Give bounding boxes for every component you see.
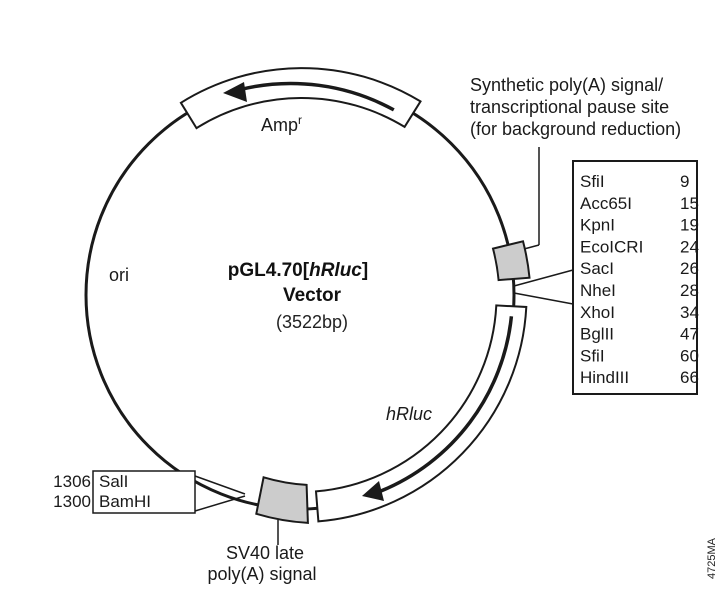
- mcs-site-position: 15: [680, 194, 699, 213]
- mcs-site-position: 60: [680, 346, 699, 365]
- hrluc-label: hRluc: [386, 404, 432, 424]
- downstream-site-name: SalI: [99, 472, 128, 491]
- sv40-label-1: SV40 late: [226, 543, 304, 563]
- figure-code: 4725MA: [706, 537, 718, 579]
- downstream-site-position: 1300: [53, 492, 91, 511]
- mcs-site-name: NheI: [580, 281, 616, 300]
- mcs-site-name: HindIII: [580, 368, 629, 387]
- downstream-site-list: 1306 SalI 1300 BamHI: [53, 472, 151, 511]
- mcs-site-name: SfiI: [580, 346, 605, 365]
- ampr-gene: [179, 67, 422, 130]
- hrluc-gene: [314, 304, 528, 523]
- vector-size: (3522bp): [276, 312, 348, 332]
- mcs-site-position: 47: [680, 325, 699, 344]
- mcs-box: [572, 160, 698, 395]
- vector-subtitle: Vector: [283, 285, 342, 306]
- mcs-site-position: 66: [680, 368, 699, 387]
- mcs-site-position: 24: [680, 237, 699, 256]
- mcs-site-name: EcoICRI: [580, 237, 643, 256]
- mcs-site-name: SacI: [580, 259, 614, 278]
- sv40-label-2: poly(A) signal: [207, 564, 316, 584]
- downstream-site-box: [92, 470, 196, 514]
- mcs-site-name: SfiI: [580, 172, 605, 191]
- vector-name: pGL4.70[hRluc]: [228, 260, 368, 281]
- sv40-polya-box: [255, 476, 309, 524]
- synthetic-polya-label-1: Synthetic poly(A) signal/: [470, 75, 663, 95]
- mcs-site-position: 19: [680, 216, 699, 235]
- synthetic-polya-label-2: transcriptional pause site: [470, 97, 669, 117]
- mcs-site-name: Acc65I: [580, 194, 632, 213]
- ampr-label: Ampr: [261, 113, 302, 135]
- mcs-site-position: 26: [680, 259, 699, 278]
- downstream-site-name: BamHI: [99, 492, 151, 511]
- leader-lines: [194, 147, 574, 545]
- mcs-site-name: XhoI: [580, 303, 615, 322]
- mcs-site-position: 28: [680, 281, 699, 300]
- mcs-site-name: KpnI: [580, 216, 615, 235]
- mcs-site-position: 9: [680, 172, 689, 191]
- synthetic-polya-label-3: (for background reduction): [470, 119, 681, 139]
- mcs-site-position: 34: [680, 303, 699, 322]
- downstream-site-position: 1306: [53, 472, 91, 491]
- mcs-site-name: BglII: [580, 325, 614, 344]
- ori-label: ori: [109, 265, 129, 285]
- synthetic-polya-box: [491, 240, 531, 282]
